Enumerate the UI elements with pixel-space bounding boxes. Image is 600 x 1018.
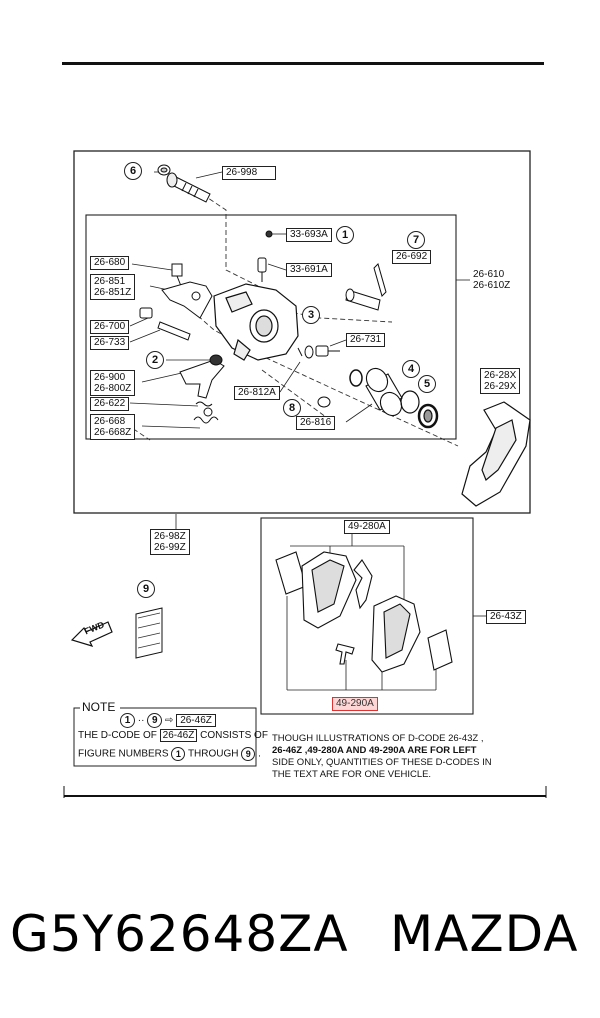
callout-8: 8 [283,399,301,417]
label-26-610-b: 26-610Z [473,280,511,291]
footer-line-4: THE TEXT ARE FOR ONE VEHICLE. [272,769,432,780]
footer-line-3: SIDE ONLY, QUANTITIES OF THESE D-CODES I… [272,757,492,768]
label-49-290a[interactable]: 49-290A [332,697,378,711]
callout-7: 7 [407,231,425,249]
callout-6: 6 [124,162,142,180]
label-26-43z[interactable]: 26-43Z [486,610,526,624]
brand-name: MAZDA [390,905,579,963]
note-arrow-row: 1 ·· 9 ⇨ 26-46Z [120,713,216,728]
note-line2-to: 9 [241,747,256,761]
note-line-2: FIGURE NUMBERS 1 THROUGH 9 . [78,747,261,761]
label-26-998[interactable]: 26-998 [222,166,276,180]
label-33-693a[interactable]: 33-693A [286,228,332,242]
note-arrow-code: 26-46Z [176,714,216,727]
label-26-731[interactable]: 26-731 [346,333,386,347]
note-line1-prefix: THE D-CODE OF [78,730,157,741]
label-26-28x-b: 26-29X [484,381,517,392]
label-26-28x-a: 26-28X [484,370,517,381]
note-arrow-icon: ⇨ [165,715,174,726]
label-26-700[interactable]: 26-700 [90,320,130,334]
top-rule [62,62,544,65]
label-26-851-b: 26-851Z [94,287,132,298]
footer-line-1: THOUGH ILLUSTRATIONS OF D-CODE 26-43Z , [272,733,484,744]
note-line2-prefix: FIGURE NUMBERS [78,748,169,760]
label-26-622[interactable]: 26-622 [90,397,130,411]
label-26-816[interactable]: 26-816 [296,416,336,430]
callout-5: 5 [418,375,436,393]
label-49-280a[interactable]: 49-280A [344,520,390,534]
label-26-851[interactable]: 26-851 26-851Z [90,274,136,300]
label-26-733[interactable]: 26-733 [90,336,130,350]
note-title: NOTE [82,700,116,714]
part-number: G5Y62648ZA [10,905,349,963]
callout-4: 4 [402,360,420,378]
label-26-668[interactable]: 26-668 26-668Z [90,414,136,440]
label-26-610[interactable]: 26-610 26-610Z [470,268,514,292]
note-line1-suffix: CONSISTS OF [200,730,268,741]
label-26-98z-a: 26-98Z [154,531,186,542]
footer-line-2: 26-46Z ,49-280A AND 49-290A ARE FOR LEFT [272,745,477,756]
label-26-610-a: 26-610 [473,269,505,280]
label-26-680[interactable]: 26-680 [90,256,130,270]
label-26-900-a: 26-900 [94,372,126,383]
label-26-900-b: 26-800Z [94,383,132,394]
label-26-98z-b: 26-99Z [154,542,186,553]
label-26-28x[interactable]: 26-28X 26-29X [480,368,521,394]
note-line-1: THE D-CODE OF 26-46Z CONSISTS OF [78,729,268,742]
label-26-851-a: 26-851 [94,276,126,287]
note-dots: ·· [137,715,145,726]
callout-3: 3 [302,306,320,324]
callout-2: 2 [146,351,164,369]
callout-9: 9 [137,580,155,598]
callout-1: 1 [336,226,354,244]
note-to-num: 9 [147,713,163,728]
label-26-98z[interactable]: 26-98Z 26-99Z [150,529,190,555]
label-26-692[interactable]: 26-692 [392,250,432,264]
footer-note: THOUGH ILLUSTRATIONS OF D-CODE 26-43Z , … [272,733,492,781]
label-33-691a[interactable]: 33-691A [286,263,332,277]
label-26-668-b: 26-668Z [94,427,132,438]
label-26-812a[interactable]: 26-812A [234,386,280,400]
note-line1-code: 26-46Z [159,729,198,742]
note-from-num: 1 [120,713,135,728]
label-26-668-a: 26-668 [94,416,126,427]
label-26-900[interactable]: 26-900 26-800Z [90,370,136,396]
note-line2-mid: THROUGH [187,748,239,760]
note-line2-from: 1 [171,747,186,761]
